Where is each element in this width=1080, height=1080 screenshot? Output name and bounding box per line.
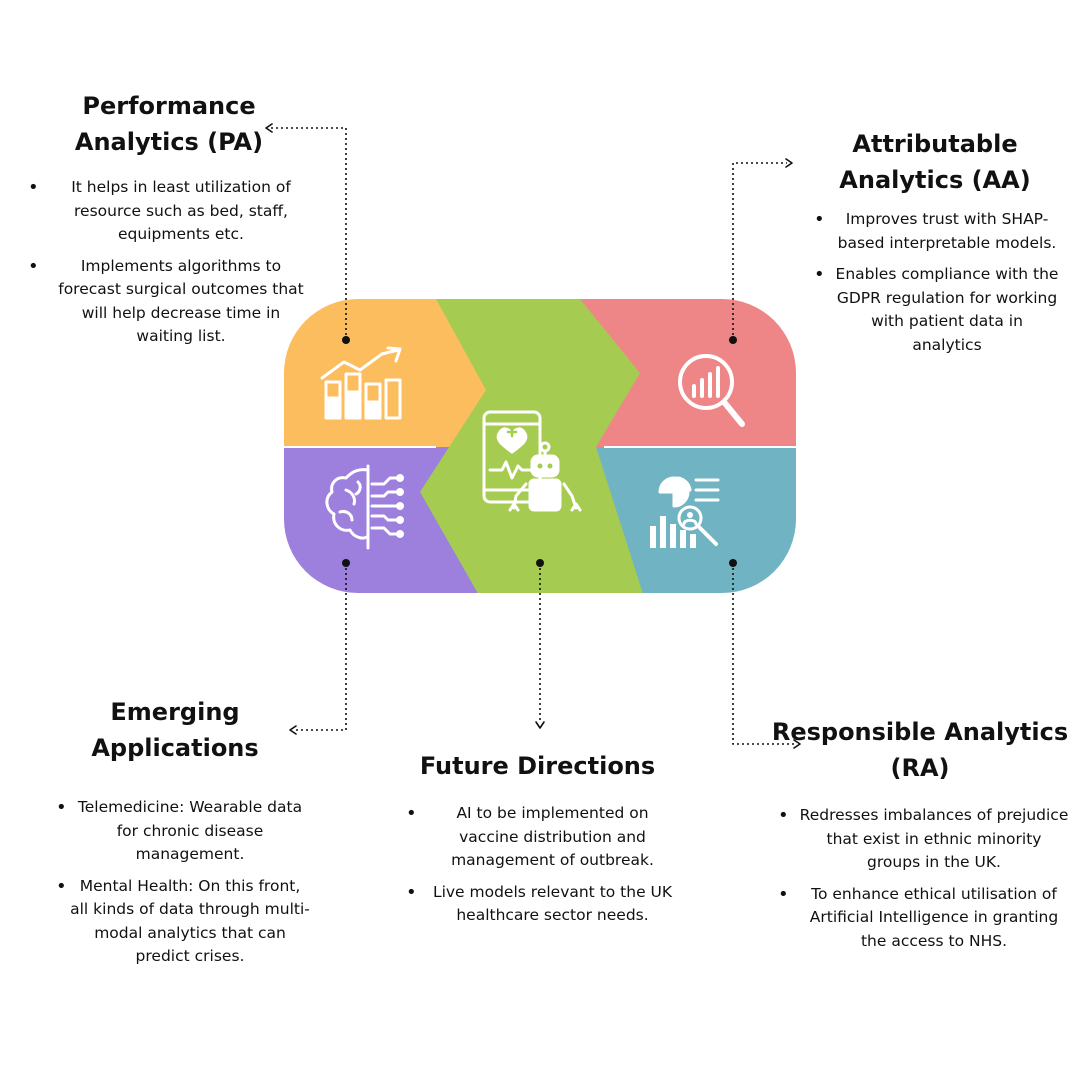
bullet-icon: • xyxy=(778,883,789,905)
bullet-icon: • xyxy=(28,177,39,198)
magnifier-chart-icon xyxy=(678,354,745,427)
list-item: •AI to be implemented on vaccine distrib… xyxy=(406,803,654,869)
attributable-analytics-block: Attributable Analytics (AA) •Improves tr… xyxy=(790,126,1080,365)
list-item: •It helps in least utilization of resour… xyxy=(28,177,291,243)
list-item: •Improves trust with SHAP-based interpre… xyxy=(814,209,1057,252)
performance-analytics-block: Performance Analytics (PA) •It helps in … xyxy=(24,88,314,357)
list-item: •Enables compliance with the GDPR regula… xyxy=(814,264,1059,354)
bullet-icon: • xyxy=(814,264,825,285)
connectors xyxy=(270,127,795,745)
ea-list: •Telemedicine: Wearable data for chronic… xyxy=(40,796,310,969)
data-analysis-icon xyxy=(650,476,720,548)
bullet-icon: • xyxy=(56,797,67,818)
bar-chart-trend-icon xyxy=(320,346,402,420)
fd-list: •AI to be implemented on vaccine distrib… xyxy=(400,802,675,928)
connector-arrowheads xyxy=(265,123,801,749)
responsible-analytics-block: Responsible Analytics (RA) •Redresses im… xyxy=(770,714,1070,961)
phone-health-robot-icon xyxy=(482,410,582,512)
ra-title: Responsible Analytics (RA) xyxy=(771,718,1069,782)
list-item: •Live models relevant to the UK healthca… xyxy=(406,881,673,925)
bullet-icon: • xyxy=(406,881,417,903)
brain-circuit-icon xyxy=(325,464,404,550)
pa-list: •It helps in least utilization of resour… xyxy=(24,176,314,349)
bullet-icon: • xyxy=(814,209,825,230)
pa-connector xyxy=(270,127,347,340)
list-item: •Implements algorithms to forecast surgi… xyxy=(28,255,304,346)
future-directions-block: Future Directions •AI to be implemented … xyxy=(400,748,675,936)
emerging-applications-block: Emerging Applications •Telemedicine: Wea… xyxy=(40,694,310,977)
bullet-icon: • xyxy=(406,803,417,824)
ra-connector xyxy=(732,563,795,745)
list-item: •Mental Health: On this front, all kinds… xyxy=(56,875,310,966)
aa-connector xyxy=(732,162,787,340)
list-item: •Telemedicine: Wearable data for chronic… xyxy=(56,797,303,863)
ra-list: •Redresses imbalances of prejudice that … xyxy=(770,804,1070,953)
fd-title: Future Directions xyxy=(419,752,656,780)
list-item: •To enhance ethical utilisation of Artif… xyxy=(778,883,1059,950)
connector-dots xyxy=(342,336,737,567)
aa-title: Attributable Analytics (AA) xyxy=(839,130,1031,194)
bullet-icon: • xyxy=(28,255,39,277)
ea-connector xyxy=(293,563,347,731)
pa-title: Performance Analytics (PA) xyxy=(74,92,264,156)
aa-list: •Improves trust with SHAP-based interpre… xyxy=(790,208,1080,357)
list-item: •Redresses imbalances of prejudice that … xyxy=(778,805,1069,871)
bullet-icon: • xyxy=(778,805,789,826)
ea-title: Emerging Applications xyxy=(91,698,259,762)
bullet-icon: • xyxy=(56,875,67,897)
future-segment xyxy=(420,299,644,593)
